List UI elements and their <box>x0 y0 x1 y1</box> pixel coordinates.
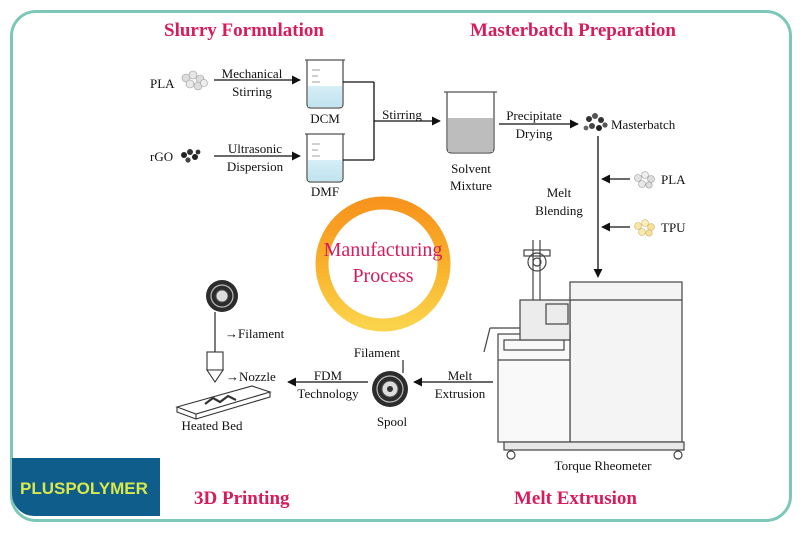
label-drying: Drying <box>515 126 553 141</box>
label-technology: Technology <box>297 386 359 401</box>
label-pla: PLA <box>150 76 175 91</box>
label-pla-right: PLA <box>661 172 686 187</box>
title-masterbatch-preparation: Masterbatch Preparation <box>470 20 676 41</box>
merge-connector <box>343 81 441 161</box>
title-melt-extrusion: Melt Extrusion <box>514 488 637 509</box>
label-dcm: DCM <box>310 111 340 126</box>
label-fdm: FDM <box>313 368 343 383</box>
pluspolymer-logo-text: PLUSPOLYMER <box>20 479 148 498</box>
label-heated-bed: Heated Bed <box>181 418 243 433</box>
masterbatch-granules-icon <box>583 113 608 131</box>
fdm-printer-icon <box>175 280 272 420</box>
dmf-beaker-icon <box>305 133 345 183</box>
label-melt-2: Melt <box>447 368 473 383</box>
title-3d-printing: 3D Printing <box>194 488 290 509</box>
label-dispersion: Dispersion <box>226 159 284 174</box>
label-mixture: Mixture <box>450 178 492 193</box>
label-extrusion: Extrusion <box>434 386 486 401</box>
label-dmf: DMF <box>310 184 340 199</box>
center-label-line1: Manufacturing <box>323 239 443 261</box>
label-solvent: Solvent <box>451 161 491 176</box>
label-torque-rheometer: Torque Rheometer <box>554 458 652 473</box>
label-nozzle: →Nozzle <box>226 369 276 384</box>
torque-rheometer-machine <box>483 240 685 460</box>
label-stirring-2: Stirring <box>382 107 422 122</box>
label-mechanical: Mechanical <box>221 66 283 81</box>
dcm-beaker-icon <box>305 59 345 109</box>
center-label-line2: Process <box>352 265 414 287</box>
title-slurry-formulation: Slurry Formulation <box>164 20 324 41</box>
label-ultrasonic: Ultrasonic <box>227 141 283 156</box>
label-masterbatch: Masterbatch <box>611 117 676 132</box>
pla-right-pellets-icon <box>634 171 655 189</box>
pla-pellets-icon <box>181 70 208 91</box>
label-stirring-1: Stirring <box>232 84 272 99</box>
label-precipitate: Precipitate <box>506 108 562 123</box>
center-label: Manufacturing Process <box>303 237 463 289</box>
label-filament-printer: →Filament <box>225 326 285 341</box>
pluspolymer-logo <box>12 458 160 516</box>
label-spool: Spool <box>376 414 408 429</box>
rgo-flakes-icon <box>181 149 201 163</box>
manufacturing-process-ring <box>315 196 451 332</box>
label-rgo: rGO <box>150 149 174 164</box>
label-melt-1: Melt <box>546 185 572 200</box>
label-blending: Blending <box>535 203 583 218</box>
label-filament-spool: Filament <box>353 345 401 360</box>
label-tpu: TPU <box>661 220 686 235</box>
filament-spool-icon <box>372 371 408 407</box>
solvent-mixture-beaker-icon <box>444 91 497 154</box>
tpu-pellets-icon <box>634 219 655 237</box>
